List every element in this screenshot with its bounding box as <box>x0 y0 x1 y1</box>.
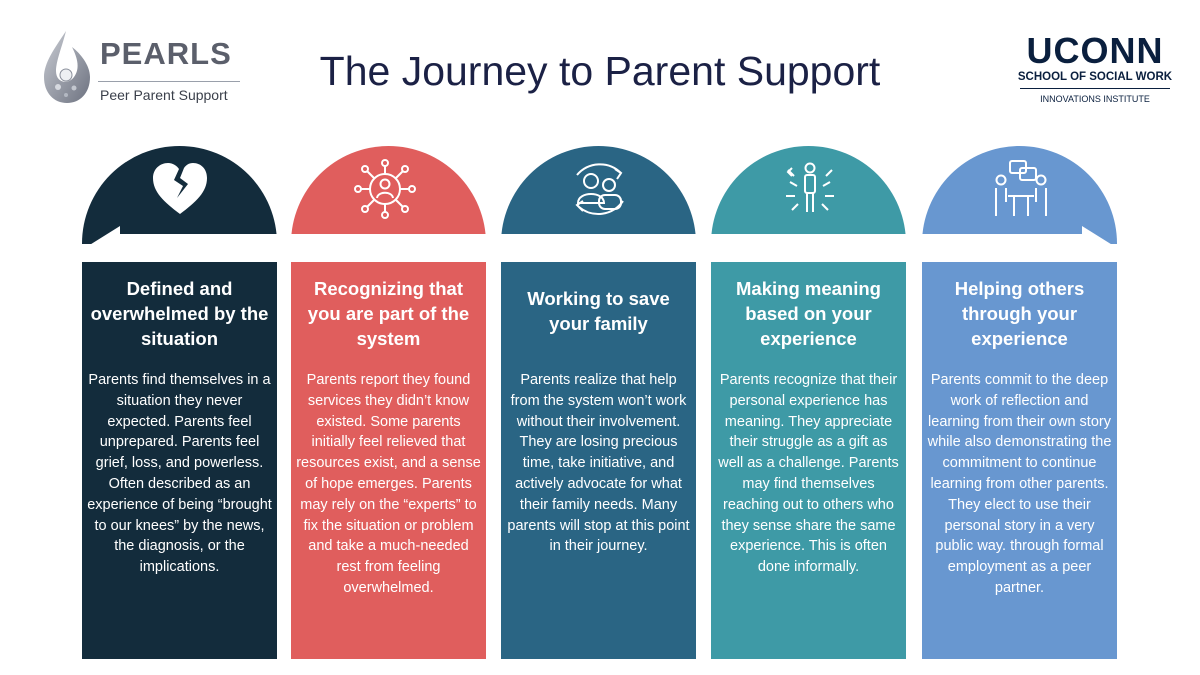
stage-4-card: Making meaning based on your experience … <box>711 262 906 659</box>
person-radiating-icon <box>786 162 834 212</box>
journey-arrow <box>88 226 1114 266</box>
stage-2-heading: Recognizing that you are part of the sys… <box>307 278 470 349</box>
uconn-logo-name: UCONN <box>1026 30 1164 71</box>
stage-2-card: Recognizing that you are part of the sys… <box>291 262 486 659</box>
stage-4-description: Parents recognize that their personal ex… <box>718 372 899 576</box>
uconn-institute-name: INNOVATIONS INSTITUTE <box>1040 94 1150 104</box>
uconn-logo-divider <box>1020 88 1170 89</box>
pearls-logo-name: PEARLS <box>100 36 232 71</box>
pearls-logo-divider <box>98 81 240 82</box>
pearls-logo-tagline: Peer Parent Support <box>100 87 228 103</box>
meeting-table-icon <box>995 160 1047 216</box>
pearl-drop-icon <box>44 31 90 103</box>
uconn-school-name: SCHOOL OF SOCIAL WORK <box>1017 71 1173 83</box>
stage-3-heading: Working to save your family <box>527 288 670 334</box>
stage-5-description: Parents commit to the deep work of refle… <box>927 372 1112 596</box>
stage-5-card: Helping others through your experience P… <box>922 262 1117 659</box>
pearls-logo <box>36 25 241 110</box>
stage-3-description: Parents realize that help from the syste… <box>507 372 690 555</box>
stage-3-card: Working to save your family Parents real… <box>501 262 696 659</box>
family-cycle-icon <box>575 163 624 215</box>
broken-heart-icon <box>153 163 207 214</box>
page-title: The Journey to Parent Support <box>319 48 881 94</box>
stage-1-description: Parents find themselves in a situation t… <box>87 372 272 576</box>
network-person-icon <box>354 159 416 219</box>
stage-4-heading: Making meaning based on your experience <box>736 278 881 349</box>
stage-1-card: Defined and overwhelmed by the situation… <box>82 262 277 659</box>
stage-5-heading: Helping others through your experience <box>954 278 1085 349</box>
stage-2-description: Parents report they found services they … <box>296 372 481 596</box>
stage-1-heading: Defined and overwhelmed by the situation <box>90 278 269 349</box>
